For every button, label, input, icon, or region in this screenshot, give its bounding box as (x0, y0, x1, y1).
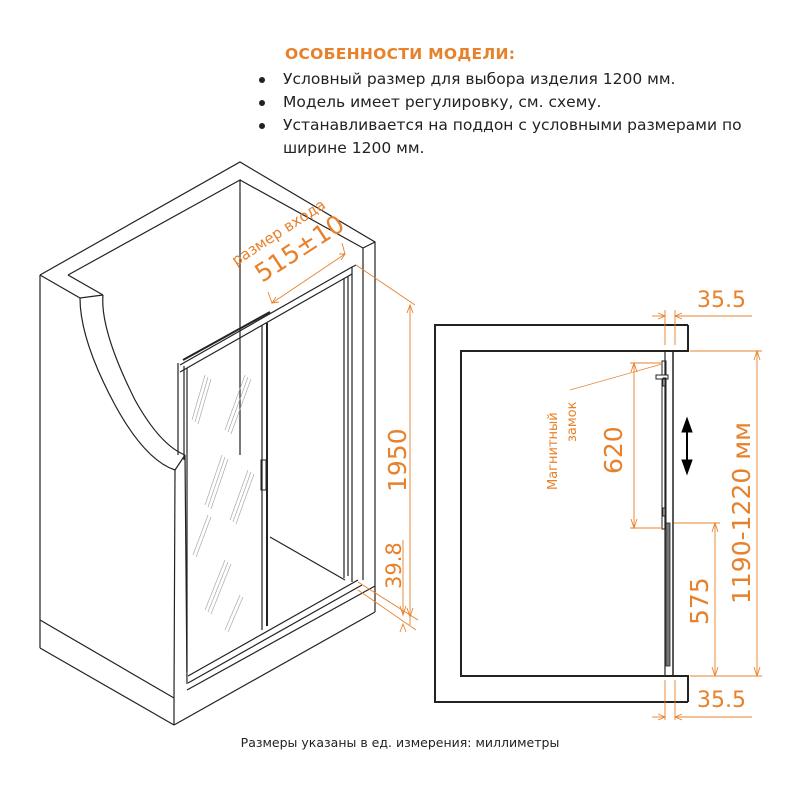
features-title: ОСОБЕННОСТИ МОДЕЛИ: (285, 45, 516, 63)
fixed-value: 575 (685, 577, 714, 625)
features-list: Условный размер для выбора изделия 1200 … (252, 68, 782, 160)
iso-dimension-labels: размер входа 515±10 1950 39.8 (228, 195, 412, 589)
feature-text: Условный размер для выбора изделия 1200 … (283, 70, 676, 88)
door-value: 620 (599, 426, 628, 474)
feature-text: Модель имеет регулировку, см. схему. (283, 93, 602, 111)
range-value: 1190-1220 мм (727, 422, 756, 604)
plan-view (434, 324, 689, 703)
bullet-icon (259, 123, 265, 129)
plan-dimensions (569, 310, 762, 721)
bullet-icon (259, 77, 265, 83)
slide-arrow-icon (681, 416, 693, 476)
feature-text: Устанавливается на поддон с условными ра… (283, 116, 742, 157)
bottom-offset-value: 35.5 (697, 688, 746, 713)
plan-dimension-labels: 35.5 35.5 620 575 1190-1220 мм Магнитный… (546, 288, 756, 713)
top-offset-value: 35.5 (697, 288, 746, 313)
features-block: ОСОБЕННОСТИ МОДЕЛИ: Условный размер для … (252, 44, 782, 160)
iso-dimensions (267, 242, 419, 633)
isometric-view (39, 161, 376, 726)
feature-item: Устанавливается на поддон с условными ра… (252, 114, 782, 160)
glass-pattern (191, 374, 255, 633)
base-value: 39.8 (382, 542, 406, 589)
feature-item: Условный размер для выбора изделия 1200 … (252, 68, 782, 91)
feature-item: Модель имеет регулировку, см. схему. (252, 91, 782, 114)
lock-label-line1: Магнитный (546, 412, 561, 490)
bullet-icon (259, 100, 265, 106)
height-value: 1950 (383, 428, 412, 492)
lock-label-line2: замок (565, 401, 580, 442)
units-footnote: Размеры указаны в ед. измерения: миллиме… (240, 735, 560, 750)
